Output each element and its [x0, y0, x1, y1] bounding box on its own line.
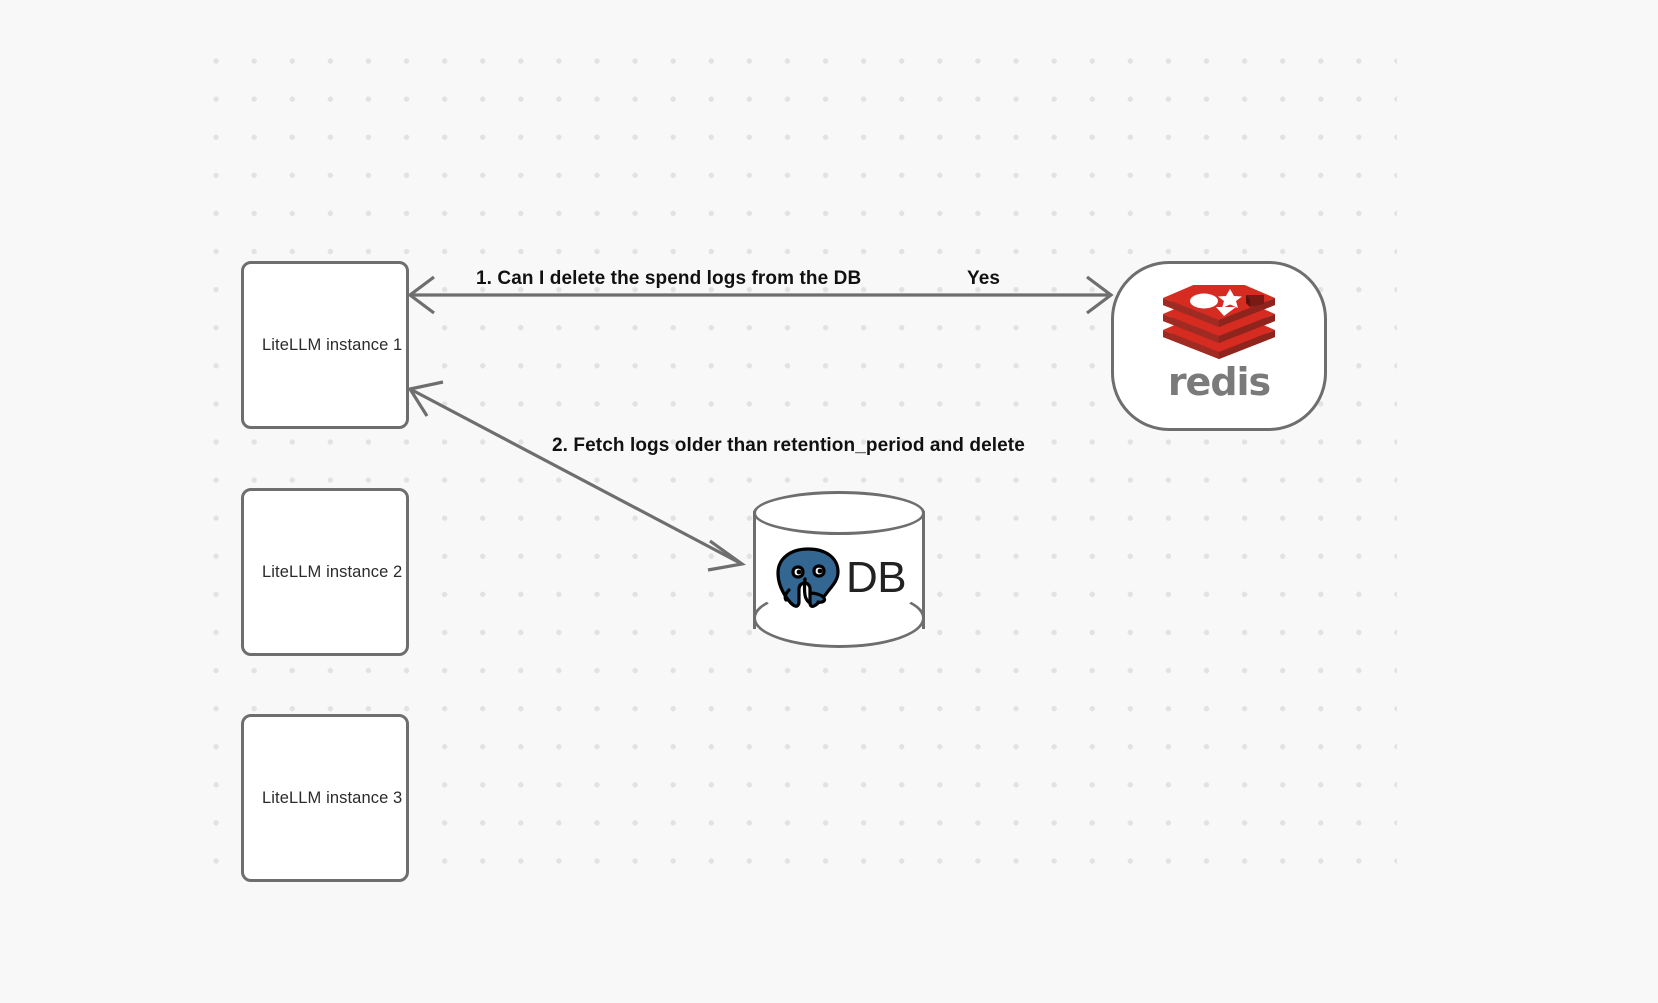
arrowhead-left [407, 275, 435, 315]
edge-litellm1-db [407, 380, 747, 572]
node-redis[interactable]: redis [1111, 261, 1327, 431]
edge-label-step-2: 2. Fetch logs older than retention_perio… [552, 435, 1025, 456]
edge-line [411, 388, 741, 565]
cylinder-bottom-ellipse [753, 588, 925, 648]
node-litellm-instance-3[interactable]: LiteLLM instance 3 [241, 714, 409, 882]
redis-logo-block: redis [1144, 285, 1294, 407]
node-label: LiteLLM instance 3 [262, 788, 403, 807]
arrowhead-lower-right [707, 539, 747, 572]
redis-wordmark: redis [1167, 360, 1271, 404]
arrowhead-right [1086, 275, 1114, 315]
node-litellm-instance-2[interactable]: LiteLLM instance 2 [241, 488, 409, 656]
node-label: LiteLLM instance 2 [262, 562, 403, 581]
redis-logo-icon [1163, 285, 1275, 359]
node-label: LiteLLM instance 1 [262, 335, 403, 354]
node-litellm-instance-1[interactable]: LiteLLM instance 1 [241, 261, 409, 429]
postgresql-elephant-icon [776, 547, 840, 608]
db-label: DB [845, 553, 907, 602]
db-content: DB [753, 543, 925, 613]
arrowhead-upper-left [407, 380, 444, 417]
cylinder-top-ellipse [753, 491, 925, 535]
edge-label-redis-reply: Yes [967, 268, 1001, 289]
node-db[interactable]: DB [753, 491, 925, 649]
edge-label-step-1: 1. Can I delete the spend logs from the … [476, 268, 862, 289]
